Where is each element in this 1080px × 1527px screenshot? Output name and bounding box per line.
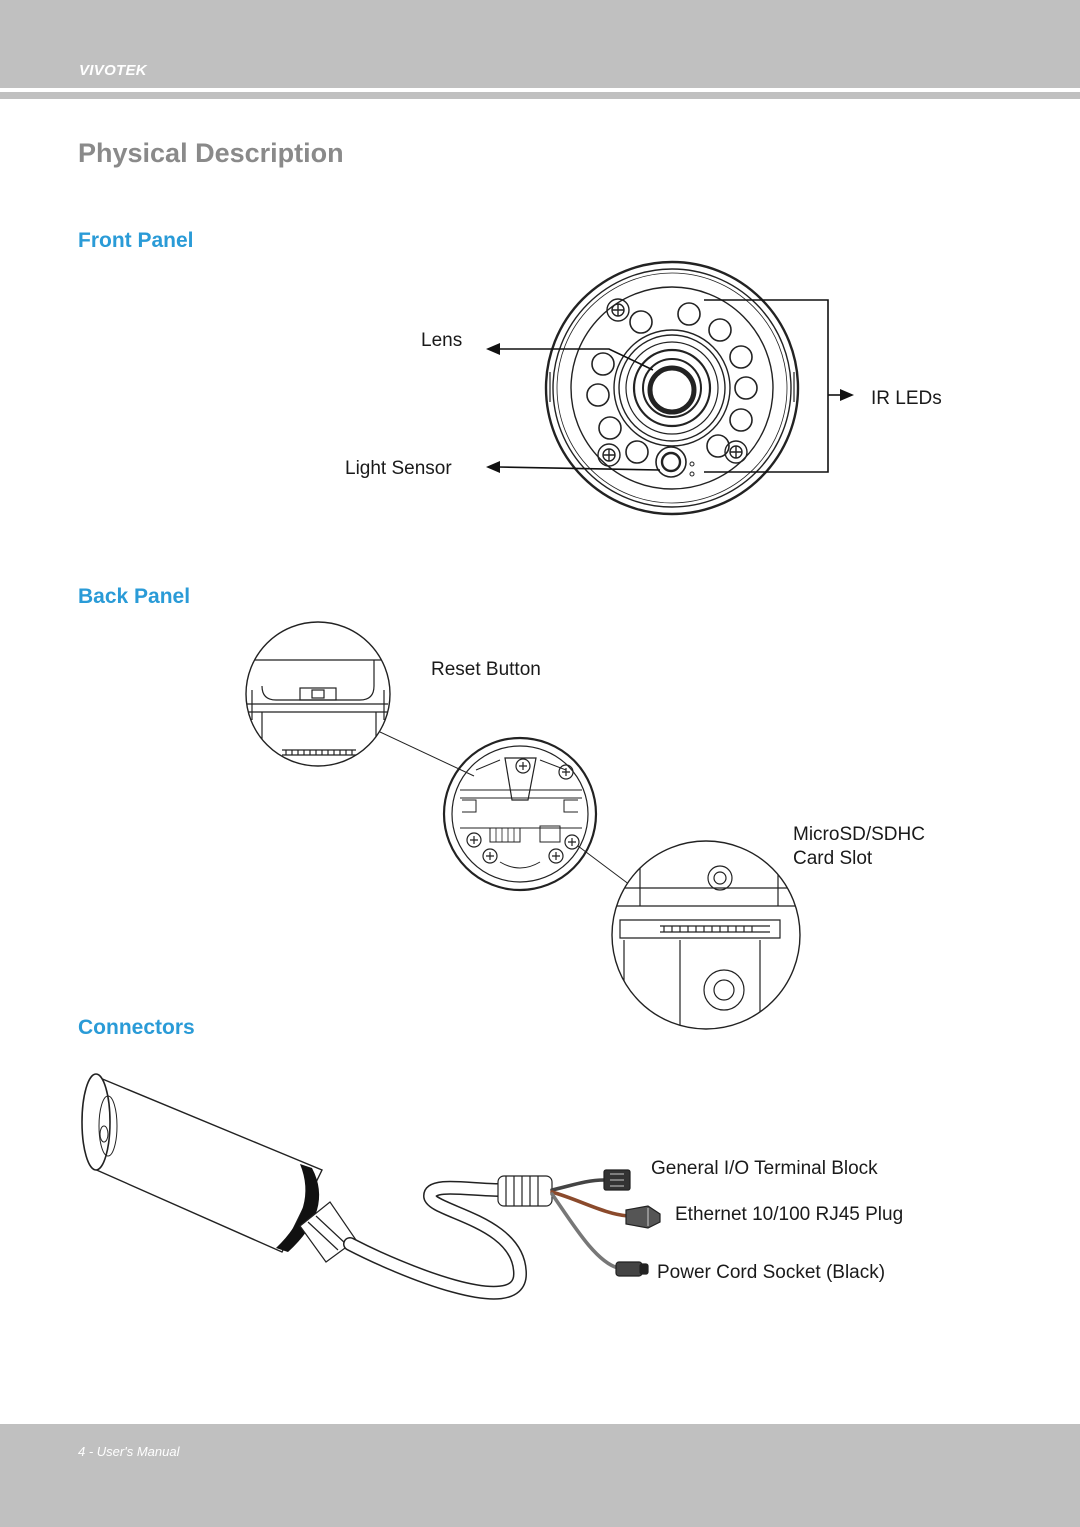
page-title: Physical Description bbox=[78, 138, 344, 168]
io-terminal-label: General I/O Terminal Block bbox=[651, 1158, 878, 1179]
page-number: 4 - User's Manual bbox=[78, 1444, 180, 1459]
connectors-title: Connectors bbox=[78, 1016, 195, 1039]
ir-leds-label: IR LEDs bbox=[871, 388, 942, 409]
connectors-diagram bbox=[81, 1073, 661, 1300]
header-rule bbox=[0, 92, 1080, 99]
front-panel-diagram bbox=[486, 260, 854, 516]
microsd-label-line2: Card Slot bbox=[793, 848, 873, 869]
header-band bbox=[0, 0, 1080, 88]
lens-label: Lens bbox=[421, 330, 463, 351]
front-panel-title: Front Panel bbox=[78, 229, 194, 252]
ethernet-label: Ethernet 10/100 RJ45 Plug bbox=[675, 1204, 904, 1225]
reset-button-label: Reset Button bbox=[431, 659, 541, 680]
back-panel-title: Back Panel bbox=[78, 585, 191, 608]
brand-logo: VIVOTEK bbox=[79, 62, 147, 79]
back-panel-diagram bbox=[245, 621, 801, 1030]
light-sensor-label: Light Sensor bbox=[345, 458, 452, 479]
microsd-label-line1: MicroSD/SDHC bbox=[793, 824, 925, 845]
power-cord-label: Power Cord Socket (Black) bbox=[657, 1262, 886, 1283]
footer-band bbox=[0, 1424, 1080, 1527]
